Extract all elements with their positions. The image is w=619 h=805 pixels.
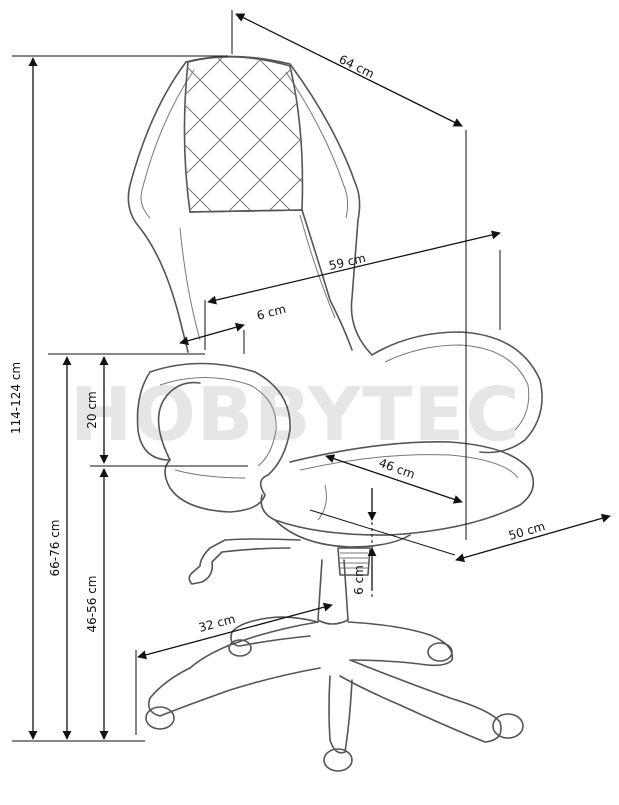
label-seat-depth: 46 cm	[377, 456, 417, 482]
headrest-panel	[183, 56, 304, 213]
label-depth: 64 cm	[337, 52, 377, 81]
dim-line-small-gap	[179, 322, 245, 346]
caster-left	[145, 706, 175, 730]
dim-line-depth	[235, 13, 463, 127]
label-total-height: 114-124 cm	[9, 362, 23, 434]
dimension-lines	[12, 10, 611, 742]
left-armrest-front	[136, 371, 201, 461]
backrest-left-wing	[127, 61, 189, 353]
right-armrest	[371, 331, 543, 454]
seat-outline	[260, 441, 535, 536]
label-base-radius: 32 cm	[197, 612, 237, 635]
seat-base	[274, 519, 411, 548]
label-arm-height-range: 66-76 cm	[48, 520, 62, 577]
label-seat-height-range: 46-56 cm	[85, 576, 99, 633]
label-armrest-height: 20 cm	[85, 391, 99, 428]
caster-back-right	[427, 642, 453, 662]
gas-lift	[337, 547, 371, 576]
dim-line-seat-depth	[325, 454, 463, 504]
dim-line-width	[455, 513, 611, 563]
dim-line-base-radius	[137, 602, 333, 660]
star-base	[147, 621, 321, 717]
label-small-gap: 6 cm	[255, 302, 287, 323]
caster-back-left	[228, 639, 252, 657]
back-center-panel	[189, 209, 353, 351]
caster-front	[323, 748, 353, 772]
dim-line-backrest-width	[207, 230, 501, 305]
caster-right	[492, 713, 524, 739]
watermark-text: HOBBYTEC	[70, 372, 521, 458]
left-armrest	[149, 362, 291, 513]
tilt-lever	[188, 538, 301, 585]
label-lift-travel: 6 cm	[352, 565, 366, 595]
quilt-pattern	[184, 56, 303, 212]
